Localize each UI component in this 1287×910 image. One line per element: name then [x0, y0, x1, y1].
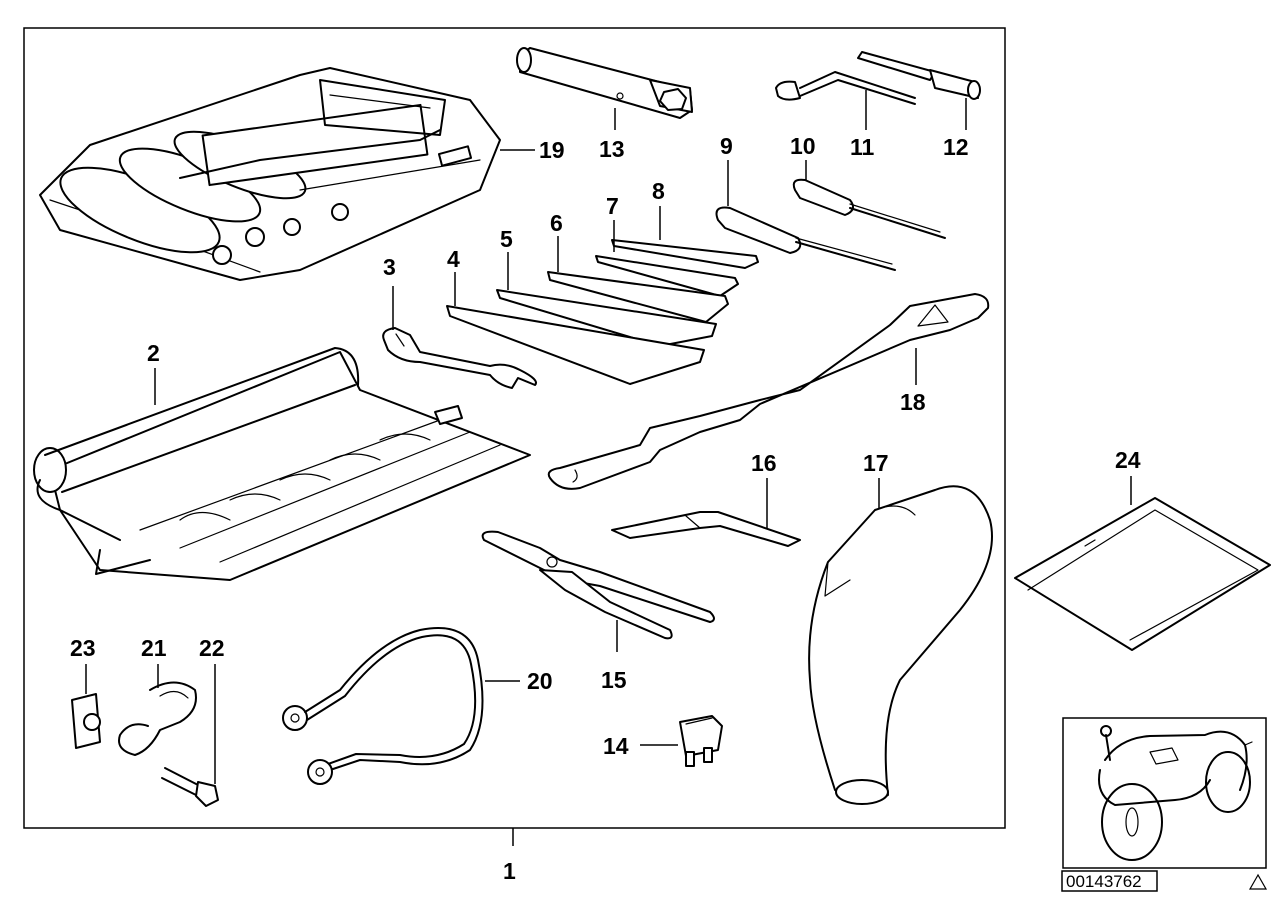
callout-9[interactable]: 9	[720, 133, 733, 159]
callout-19[interactable]: 19	[539, 137, 565, 163]
callout-1[interactable]: 1	[503, 858, 516, 884]
document-id-box	[1061, 870, 1158, 892]
hex-keys-drawing	[446, 239, 759, 385]
callout-3[interactable]: 3	[383, 254, 396, 280]
motorcycle-icon	[1098, 725, 1253, 861]
screwdriver-drawing	[715, 206, 896, 271]
callout-7[interactable]: 7	[606, 193, 619, 219]
callout-20[interactable]: 20	[527, 668, 553, 694]
clip-nut-drawing	[71, 693, 101, 749]
callout-5[interactable]: 5	[500, 226, 513, 252]
callout-6[interactable]: 6	[550, 210, 563, 236]
callout-8[interactable]: 8	[652, 178, 665, 204]
cover-tube-drawing	[808, 485, 993, 805]
callout-11[interactable]: 11	[850, 134, 875, 160]
screwdriver-small-drawing	[792, 178, 946, 239]
callout-21[interactable]: 21	[141, 635, 167, 661]
callout-14[interactable]: 14	[603, 733, 629, 759]
callout-15[interactable]: 15	[601, 667, 627, 693]
motorcycle-thumbnail-frame	[1062, 717, 1267, 869]
callout-4[interactable]: 4	[447, 246, 460, 272]
callout-2[interactable]: 2	[147, 340, 160, 366]
callout-17[interactable]: 17	[863, 450, 889, 476]
diagram-frame	[23, 27, 1006, 829]
jumper-cable-drawing	[282, 627, 484, 785]
feeler-gauge-drawing	[611, 511, 801, 547]
callout-10[interactable]: 10	[790, 133, 816, 159]
adjusting-tool-drawing	[547, 293, 990, 490]
callout-16[interactable]: 16	[751, 450, 777, 476]
document-pouch-drawing	[1014, 497, 1271, 651]
callout-24[interactable]: 24	[1115, 447, 1141, 473]
socket-extension-drawing	[857, 51, 981, 100]
box-spanner-drawing	[516, 47, 693, 119]
open-end-spanner-drawing	[382, 327, 537, 389]
callout-22[interactable]: 22	[199, 635, 225, 661]
callout-13[interactable]: 13	[599, 136, 625, 162]
empty-tool-roll-drawing	[33, 347, 531, 581]
callout-23[interactable]: 23	[70, 635, 96, 661]
filled-tool-roll-drawing	[39, 67, 501, 281]
bolt-drawing	[161, 767, 219, 807]
fuse-drawing	[679, 715, 723, 767]
document-id: 00143762	[1066, 872, 1142, 891]
callout-18[interactable]: 18	[900, 389, 926, 415]
warning-triangle-icon	[1248, 873, 1268, 890]
loop-hook-drawing	[118, 681, 197, 756]
socket-wrench-drawing	[775, 71, 916, 105]
pliers-drawing	[481, 530, 715, 640]
callout-12[interactable]: 12	[943, 134, 969, 160]
